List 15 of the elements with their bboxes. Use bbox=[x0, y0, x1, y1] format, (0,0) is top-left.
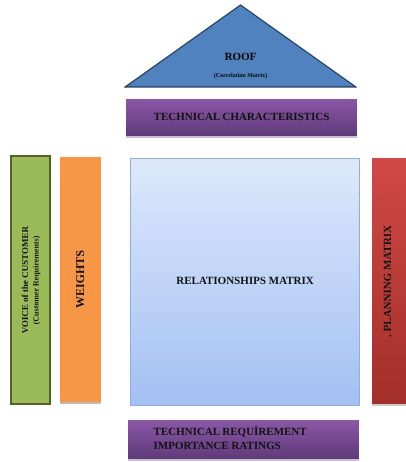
band-title: TECHNICAL REQUİREMENT IMPORTANCE RATINGS bbox=[154, 426, 308, 454]
weights-title: WEIGHTS bbox=[73, 250, 88, 309]
vertical-bar bbox=[60, 157, 101, 404]
band-title: TECHNICAL CHARACTERISTICS bbox=[154, 110, 330, 124]
roof-title: ROOF bbox=[224, 50, 256, 64]
voc-subtitle: (Customer Requirements) bbox=[31, 236, 42, 324]
vertical-bar bbox=[10, 155, 51, 405]
header-band bbox=[128, 420, 359, 461]
vertical-bar bbox=[372, 158, 406, 406]
header-band bbox=[126, 99, 357, 138]
matrix-box bbox=[130, 158, 360, 406]
roof-triangle bbox=[124, 4, 357, 88]
planning-title: . PLANNING MATRIX bbox=[382, 225, 396, 337]
matrix-title: RELATIONSHIPS MATRIX bbox=[176, 275, 314, 289]
voc-title: VOICE of the CUSTOMER bbox=[20, 226, 31, 334]
